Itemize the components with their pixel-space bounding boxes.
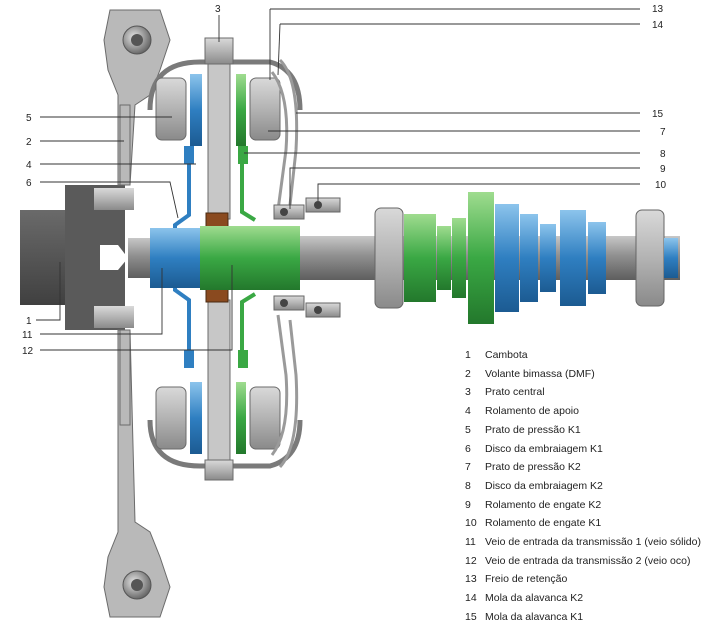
legend-number: 13: [465, 573, 477, 586]
legend-item: 4 Rolamento de apoio: [465, 402, 705, 421]
legend-number: 6: [465, 442, 471, 455]
clutch-cover: [147, 59, 303, 469]
pressure-plate-k2: [249, 77, 281, 450]
legend-label: Disco da embraiagem K1: [485, 442, 603, 455]
callout-5: 5: [26, 113, 32, 124]
legend-label: Mola da alavanca K1: [485, 610, 584, 623]
legend-item: 8 Disco da embraiagem K2: [465, 477, 705, 496]
legend-number: 1: [465, 349, 471, 361]
legend-number: 9: [465, 498, 471, 511]
legend-label: Prato central: [485, 386, 545, 399]
legend-number: 12: [465, 554, 477, 567]
legend-label: Freio de retenção: [485, 573, 568, 586]
legend-item: 1 Cambota: [465, 346, 705, 365]
callout-13: 13: [652, 4, 664, 15]
callout-9: 9: [660, 164, 666, 175]
clutch-disc-k1: [173, 74, 202, 454]
legend-number: 5: [465, 423, 471, 436]
support-bearing: [205, 212, 229, 303]
callout-12: 12: [22, 346, 34, 357]
legend-number: 14: [465, 592, 477, 605]
crankshaft: [20, 185, 134, 330]
callout-7: 7: [660, 127, 666, 138]
legend-label: Veio de entrada da transmissão 1 (veio s…: [485, 536, 701, 549]
legend-number: 11: [465, 536, 476, 549]
clutch-disc-k2: [236, 74, 257, 454]
legend-number: 7: [465, 461, 471, 474]
legend-number: 8: [465, 479, 471, 492]
legend-item: 3 Prato central: [465, 383, 705, 402]
callout-4: 4: [26, 160, 32, 171]
legend-item: 13 Freio de retenção: [465, 570, 705, 589]
legend-label: Rolamento de engate K2: [485, 498, 602, 511]
callout-8: 8: [660, 149, 666, 160]
legend-item: 10 Rolamento de engate K1: [465, 514, 705, 533]
release-bearings: [273, 197, 341, 318]
legend-item: 15 Mola da alavanca K1: [465, 608, 705, 627]
callout-labels: 3 13 14 5 15 2 7 8 4 9 6 10 1 11 12: [22, 4, 667, 357]
legend: 1 Cambota 2 Volante bimassa (DMF) 3 Prato cen…: [465, 346, 705, 627]
legend-number: 3: [465, 386, 471, 399]
callout-2: 2: [26, 137, 32, 148]
legend-item: 7 Prato de pressão K2: [465, 458, 705, 477]
leader-lines: [36, 8, 640, 351]
legend-number: 4: [465, 405, 471, 418]
callout-14: 14: [652, 20, 664, 31]
legend-item: 14 Mola da alavanca K2: [465, 589, 705, 608]
legend-label: Rolamento de engate K1: [485, 517, 602, 530]
legend-label: Mola da alavanca K2: [485, 592, 584, 605]
gearset: [374, 192, 678, 324]
callout-3: 3: [215, 4, 221, 15]
legend-number: 2: [465, 367, 471, 380]
legend-item: 9 Rolamento de engate K2: [465, 496, 705, 515]
lever-springs: [270, 58, 299, 469]
flywheel-bolt-icon: [122, 25, 152, 600]
legend-label: Rolamento de apoio: [485, 405, 579, 418]
legend-item: 12 Veio de entrada da transmissão 2 (veio…: [465, 552, 705, 571]
central-plate: [204, 37, 234, 481]
legend-number: 10: [465, 517, 477, 530]
callout-1: 1: [26, 316, 32, 327]
pressure-plate-k1: [155, 77, 187, 450]
legend-item: 2 Volante bimassa (DMF): [465, 365, 705, 384]
legend-label: Volante bimassa (DMF): [485, 367, 595, 380]
callout-15: 15: [652, 109, 664, 120]
callout-6: 6: [26, 178, 32, 189]
legend-number: 15: [465, 610, 477, 623]
legend-item: 11 Veio de entrada da transmissão 1 (veio…: [465, 533, 705, 552]
legend-label: Veio de entrada da transmissão 2 (veio o…: [485, 554, 691, 567]
legend-label: Disco da embraiagem K2: [485, 479, 603, 492]
legend-label: Cambota: [485, 349, 528, 361]
callout-10: 10: [655, 180, 667, 191]
callout-11: 11: [22, 330, 33, 341]
legend-label: Prato de pressão K1: [485, 423, 581, 436]
legend-item: 6 Disco da embraiagem K1: [465, 440, 705, 459]
legend-label: Prato de pressão K2: [485, 461, 581, 474]
legend-item: 5 Prato de pressão K1: [465, 421, 705, 440]
